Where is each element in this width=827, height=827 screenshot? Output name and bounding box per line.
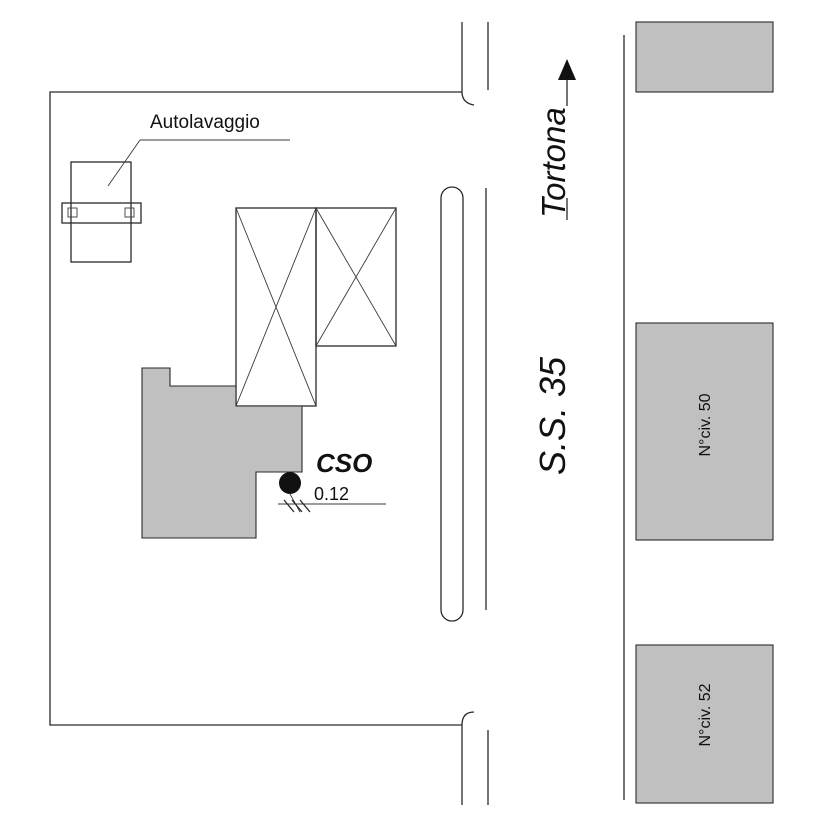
main-building <box>141 367 303 539</box>
cso-marker <box>278 472 386 513</box>
road-median <box>440 35 625 800</box>
road-label: S.S. 35 <box>532 356 573 475</box>
canopy-left <box>235 207 317 407</box>
direction-label: Tortona <box>535 107 572 218</box>
house-52-label: N°civ. 52 <box>697 683 714 746</box>
building-top-right <box>635 21 774 93</box>
building-civ-52 <box>635 644 774 804</box>
property-boundary <box>49 22 489 805</box>
building-civ-50 <box>635 322 774 541</box>
north-arrow-icon <box>558 59 576 220</box>
car-wash-label: Autolavaggio <box>150 112 260 133</box>
cso-label: CSO <box>316 448 372 478</box>
filled-circle-icon <box>279 472 301 494</box>
house-50-label: N°civ. 50 <box>697 393 714 456</box>
cso-value-label: 0.12 <box>314 484 349 504</box>
canopy-right <box>315 207 397 347</box>
car-wash-structure <box>61 139 290 263</box>
